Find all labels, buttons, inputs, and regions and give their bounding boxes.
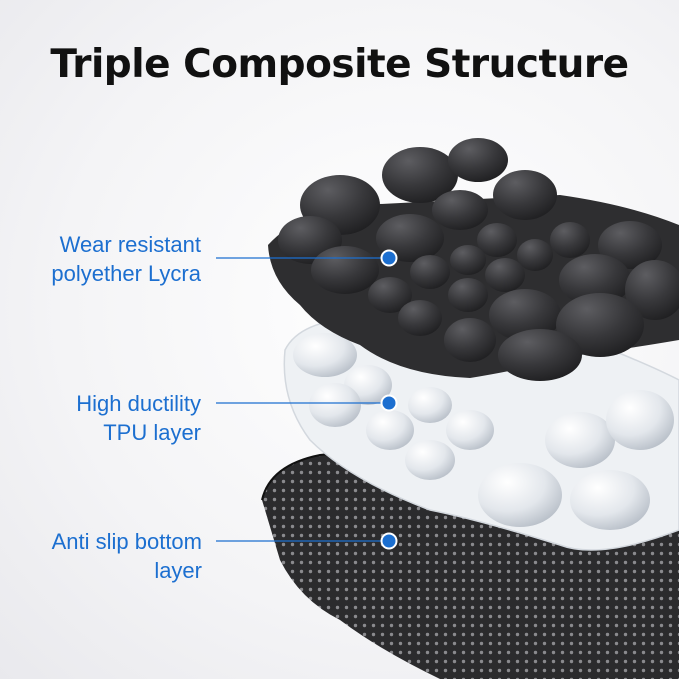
- callout-label-line: Wear resistant: [59, 232, 201, 257]
- page-title: Triple Composite Structure: [50, 42, 629, 87]
- callout-label-tpu: High ductility TPU layer: [76, 389, 201, 447]
- callout-connector-tpu: [216, 394, 398, 412]
- callout-label-line: High ductility: [76, 391, 201, 416]
- callout-label-line: TPU layer: [103, 420, 201, 445]
- lycra-bumps: [278, 138, 679, 381]
- tpu-bubbles: [293, 333, 674, 530]
- callout-label-bottom: Anti slip bottom layer: [52, 527, 202, 585]
- bottom-layer-edge: [261, 439, 471, 501]
- callout-label-lycra: Wear resistant polyether Lycra: [51, 230, 201, 288]
- callout-label-line: polyether Lycra: [51, 261, 201, 286]
- callout-connector-bottom: [216, 532, 398, 550]
- callout-label-line: layer: [154, 558, 202, 583]
- callout-connector-lycra: [216, 249, 398, 267]
- callout-label-line: Anti slip bottom: [51, 529, 202, 554]
